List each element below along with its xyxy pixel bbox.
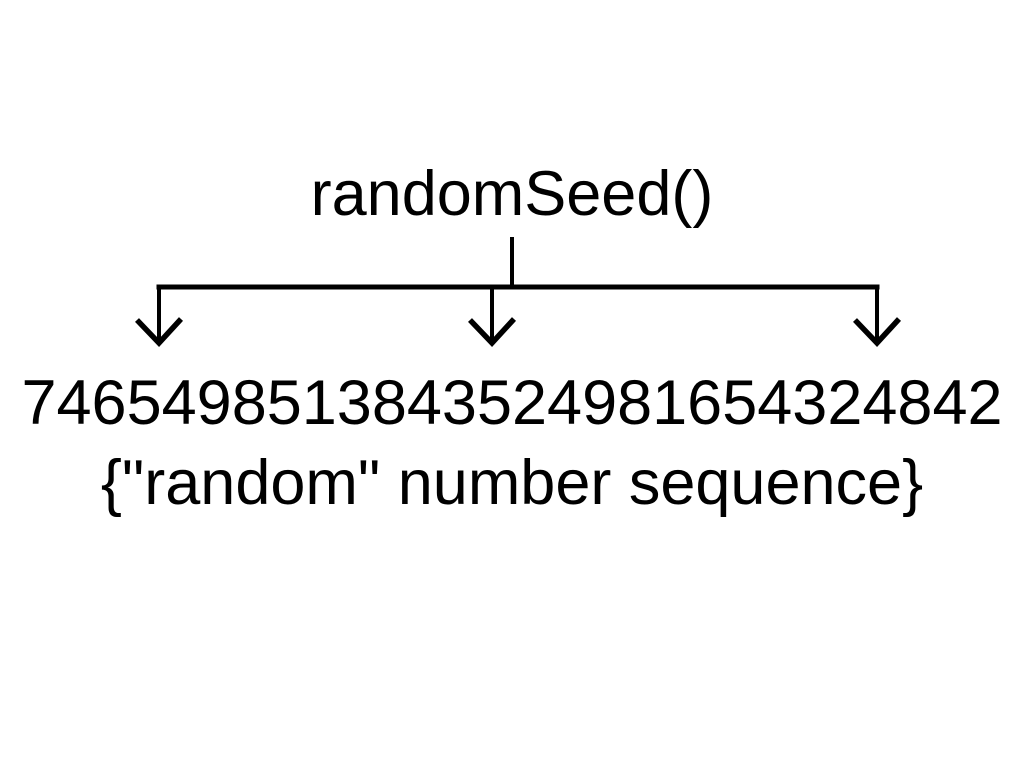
down-arrow-head — [135, 317, 184, 348]
sequence-value: 7465498513843524981654324842 — [21, 368, 1003, 438]
root-node-label: randomSeed() — [310, 159, 714, 229]
down-arrow-icon — [853, 285, 902, 348]
down-arrow-head — [468, 317, 517, 348]
sequence-caption: {"random" number sequence} — [100, 448, 924, 518]
down-arrow-icon — [135, 285, 184, 348]
down-arrow-icon — [468, 285, 517, 348]
down-arrow-head — [853, 317, 902, 348]
